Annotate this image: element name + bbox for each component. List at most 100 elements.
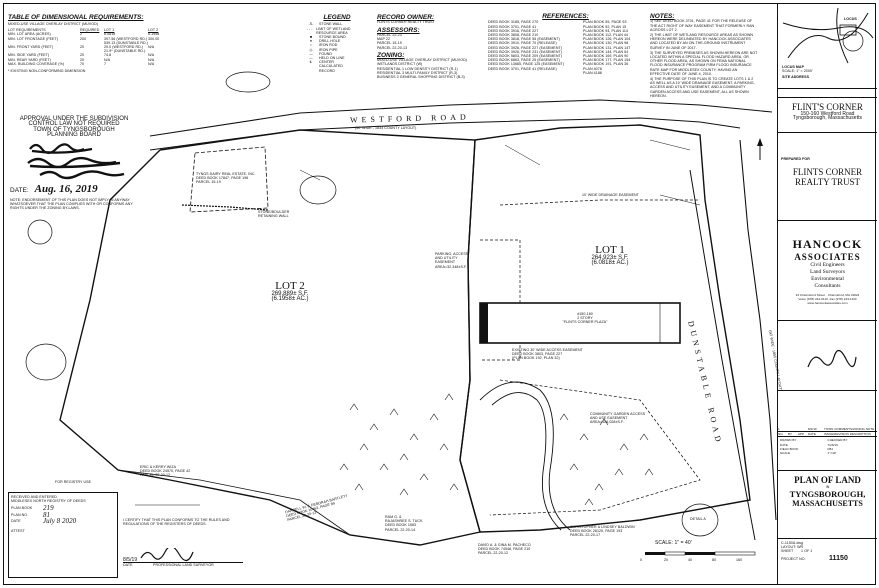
registry-plan-book-label: PLAN BOOK — [11, 506, 33, 511]
detail-bubble-1 — [225, 71, 271, 93]
revision-meta-item: 1"=40' — [827, 451, 837, 456]
legend-symbol: ℄ — [309, 60, 313, 65]
detail-bubble-2 — [299, 175, 337, 205]
legend-symbol: ■ — [309, 35, 313, 40]
prepared-for-label: PREPARED FOR — [781, 157, 810, 161]
certify-statement: I CERTIFY THAT THIS PLAN CONFORMS TO THE… — [123, 518, 230, 527]
scale-tick: 40 — [688, 558, 693, 562]
legend-symbol: — — [309, 51, 313, 56]
approval-date-label: DATE: — [10, 186, 29, 194]
client-name-1: FLINTS CORNER — [792, 167, 863, 178]
sheet-number: 1 OF 1 — [801, 549, 813, 554]
approval-date-value: Aug. 16, 2019 — [34, 182, 98, 195]
owner-baldwin: CHRISTOPHER & LINDSEY BALDWIN DEED BOOK … — [570, 525, 635, 538]
legend-item: —HELD ON LINE — [303, 56, 371, 60]
record-owner-name: FLINTS CORNER REALTY TRUST — [377, 20, 435, 25]
reference-plan: PLAN BOOK 169, PLAN 90 — [583, 54, 629, 59]
reference-deed: DEED BOOK 3910, PAGE 70 (RELEASE) — [488, 41, 557, 46]
dimensional-table: TABLE OF DIMENSIONAL REQUIREMENTS: MIXED… — [8, 14, 176, 104]
legend-text: STONE BOUND — [319, 35, 346, 40]
reference-deed: DEED BOOK 6863, PAGE 25 (EASEMENT) — [488, 58, 560, 63]
stone-wall — [181, 204, 269, 211]
dim-required: 70 — [80, 61, 85, 66]
zoning-list: MIXED-USE VILLAGE OVERLAY DISTRICT (MUVO… — [377, 58, 487, 79]
reference-deed: DEED BOOK 3808, PAGE 210 — [488, 33, 539, 38]
project-no: 11150 — [829, 554, 848, 562]
legend-item: - - -LIMIT OF WETLAND RESOURCE AREA — [303, 27, 371, 35]
approval-line4: PLANNING BOARD — [47, 132, 101, 139]
col-required: REQUIRED — [80, 28, 100, 33]
wetland-vegetation-lot1 — [559, 413, 654, 506]
firm-phone: Voice (978) 244-0110, Fax (978) 244-1133 — [798, 297, 857, 302]
firm-service: Environmental — [811, 276, 844, 282]
legend-text: LIMIT OF WETLAND RESOURCE AREA — [316, 26, 351, 35]
tyngs-parcel — [189, 146, 269, 213]
zoning-title: ZONING: — [377, 51, 405, 59]
lot1-label: LOT 1 264,923± S.F. (6.0818± AC.) — [560, 244, 660, 267]
westford-road-sub: (50' WIDE - 1834 COUNTY LAYOUT) — [355, 126, 417, 130]
assessor-parcel: PARCEL 22-23 — [377, 33, 402, 38]
sheet-title-2: IN — [825, 485, 830, 489]
note-item: 4) THE PURPOSE OF THIS PLAN IS TO CREATE… — [650, 77, 755, 98]
reference-deed: DEED BOOK 3818, PAGE 55 (EASEMENT) — [488, 37, 560, 42]
revision-app — [798, 427, 808, 431]
dim-label: MIN. LOT AREA (ACRES) — [8, 32, 51, 37]
project-no-label: PROJECT NO. — [781, 556, 806, 561]
revision-no: 1 — [778, 427, 780, 431]
detail-bubble-4 — [27, 219, 53, 245]
revision-desc: TOWN COMMENTS/ZONING NOTE — [824, 427, 875, 431]
revision-meta-item: FIELD BOOK — [780, 446, 799, 451]
existing-easement-label: EXISTING 30' WIDE ACCESS EASEMENT DEED B… — [512, 348, 583, 361]
legend-rows: -S-STONE WALL- - -LIMIT OF WETLAND RESOU… — [303, 22, 371, 72]
firm-service: Land Surveyors — [810, 269, 845, 275]
legend-item: CALCULATED — [303, 64, 371, 68]
revision-meta-item: DRAWN BY — [780, 438, 797, 443]
surveyor-signature: 8/5/19 DATE PROFESSIONAL LAND SURVEYOR — [123, 548, 243, 567]
detail-bubble-3 — [25, 343, 67, 381]
revision-header: BY — [788, 432, 793, 437]
revision-meta-item: FB1 — [827, 446, 834, 451]
sheet-label: SHEET — [781, 549, 794, 554]
lot1-title: LOT 1 — [595, 244, 625, 256]
dim-lot2: N/A — [148, 45, 155, 50]
locus-label: LOCUS — [844, 17, 857, 21]
scale-label: SCALE: 1" = 40' — [655, 540, 692, 546]
legend-text: CENTER — [319, 60, 335, 65]
seal-block — [778, 321, 877, 391]
approval-note: NOTE: ENDORSEMENT OF THIS PLAN DOES NOT … — [10, 197, 133, 211]
locus-scale: SCALE: 1" = 2000' — [782, 69, 813, 74]
locus-map-graphic — [782, 7, 874, 64]
reference-deed: DEED BOOK 13665, PAGE 125 (EASEMENT) — [488, 62, 565, 67]
scale-tick: 0 — [640, 558, 643, 562]
references-title: REFERENCES: — [542, 13, 589, 20]
dim-lot1: 539.13 (DUNSTABLE RD.) — [104, 40, 148, 45]
dunstable-road-east-line — [739, 139, 777, 521]
note-item: 3) THE SURVEYED PREMISES AS SHOWN HEREON… — [650, 50, 758, 76]
dim-required: 200 — [80, 36, 87, 41]
sig-date-label: DATE — [123, 563, 133, 567]
dimensional-note: * EXISTING NON-CONFORMING DIMENSION — [8, 69, 86, 74]
lot2-boundary — [59, 129, 481, 546]
firm-service: Civil Engineers — [810, 262, 845, 268]
legend-item: ◎IRON PIPE — [303, 48, 371, 52]
legend-item: — FOUND — [303, 52, 371, 56]
legend-text: RECORD — [319, 68, 335, 73]
dimensional-section-label: LOT REQUIREMENTS — [8, 28, 46, 33]
dim-label: MIN. LOT FRONTAGE (FEET) — [8, 36, 58, 41]
garden-easement-label: COMMUNITY GARDEN ACCESS AND USE EASEMENT… — [590, 412, 646, 425]
legend-text: FOUND — [319, 51, 333, 56]
westford-road-north-line — [149, 99, 773, 137]
dim-required: 2 — [80, 32, 83, 37]
col-lot1: LOT 1 — [104, 28, 115, 33]
